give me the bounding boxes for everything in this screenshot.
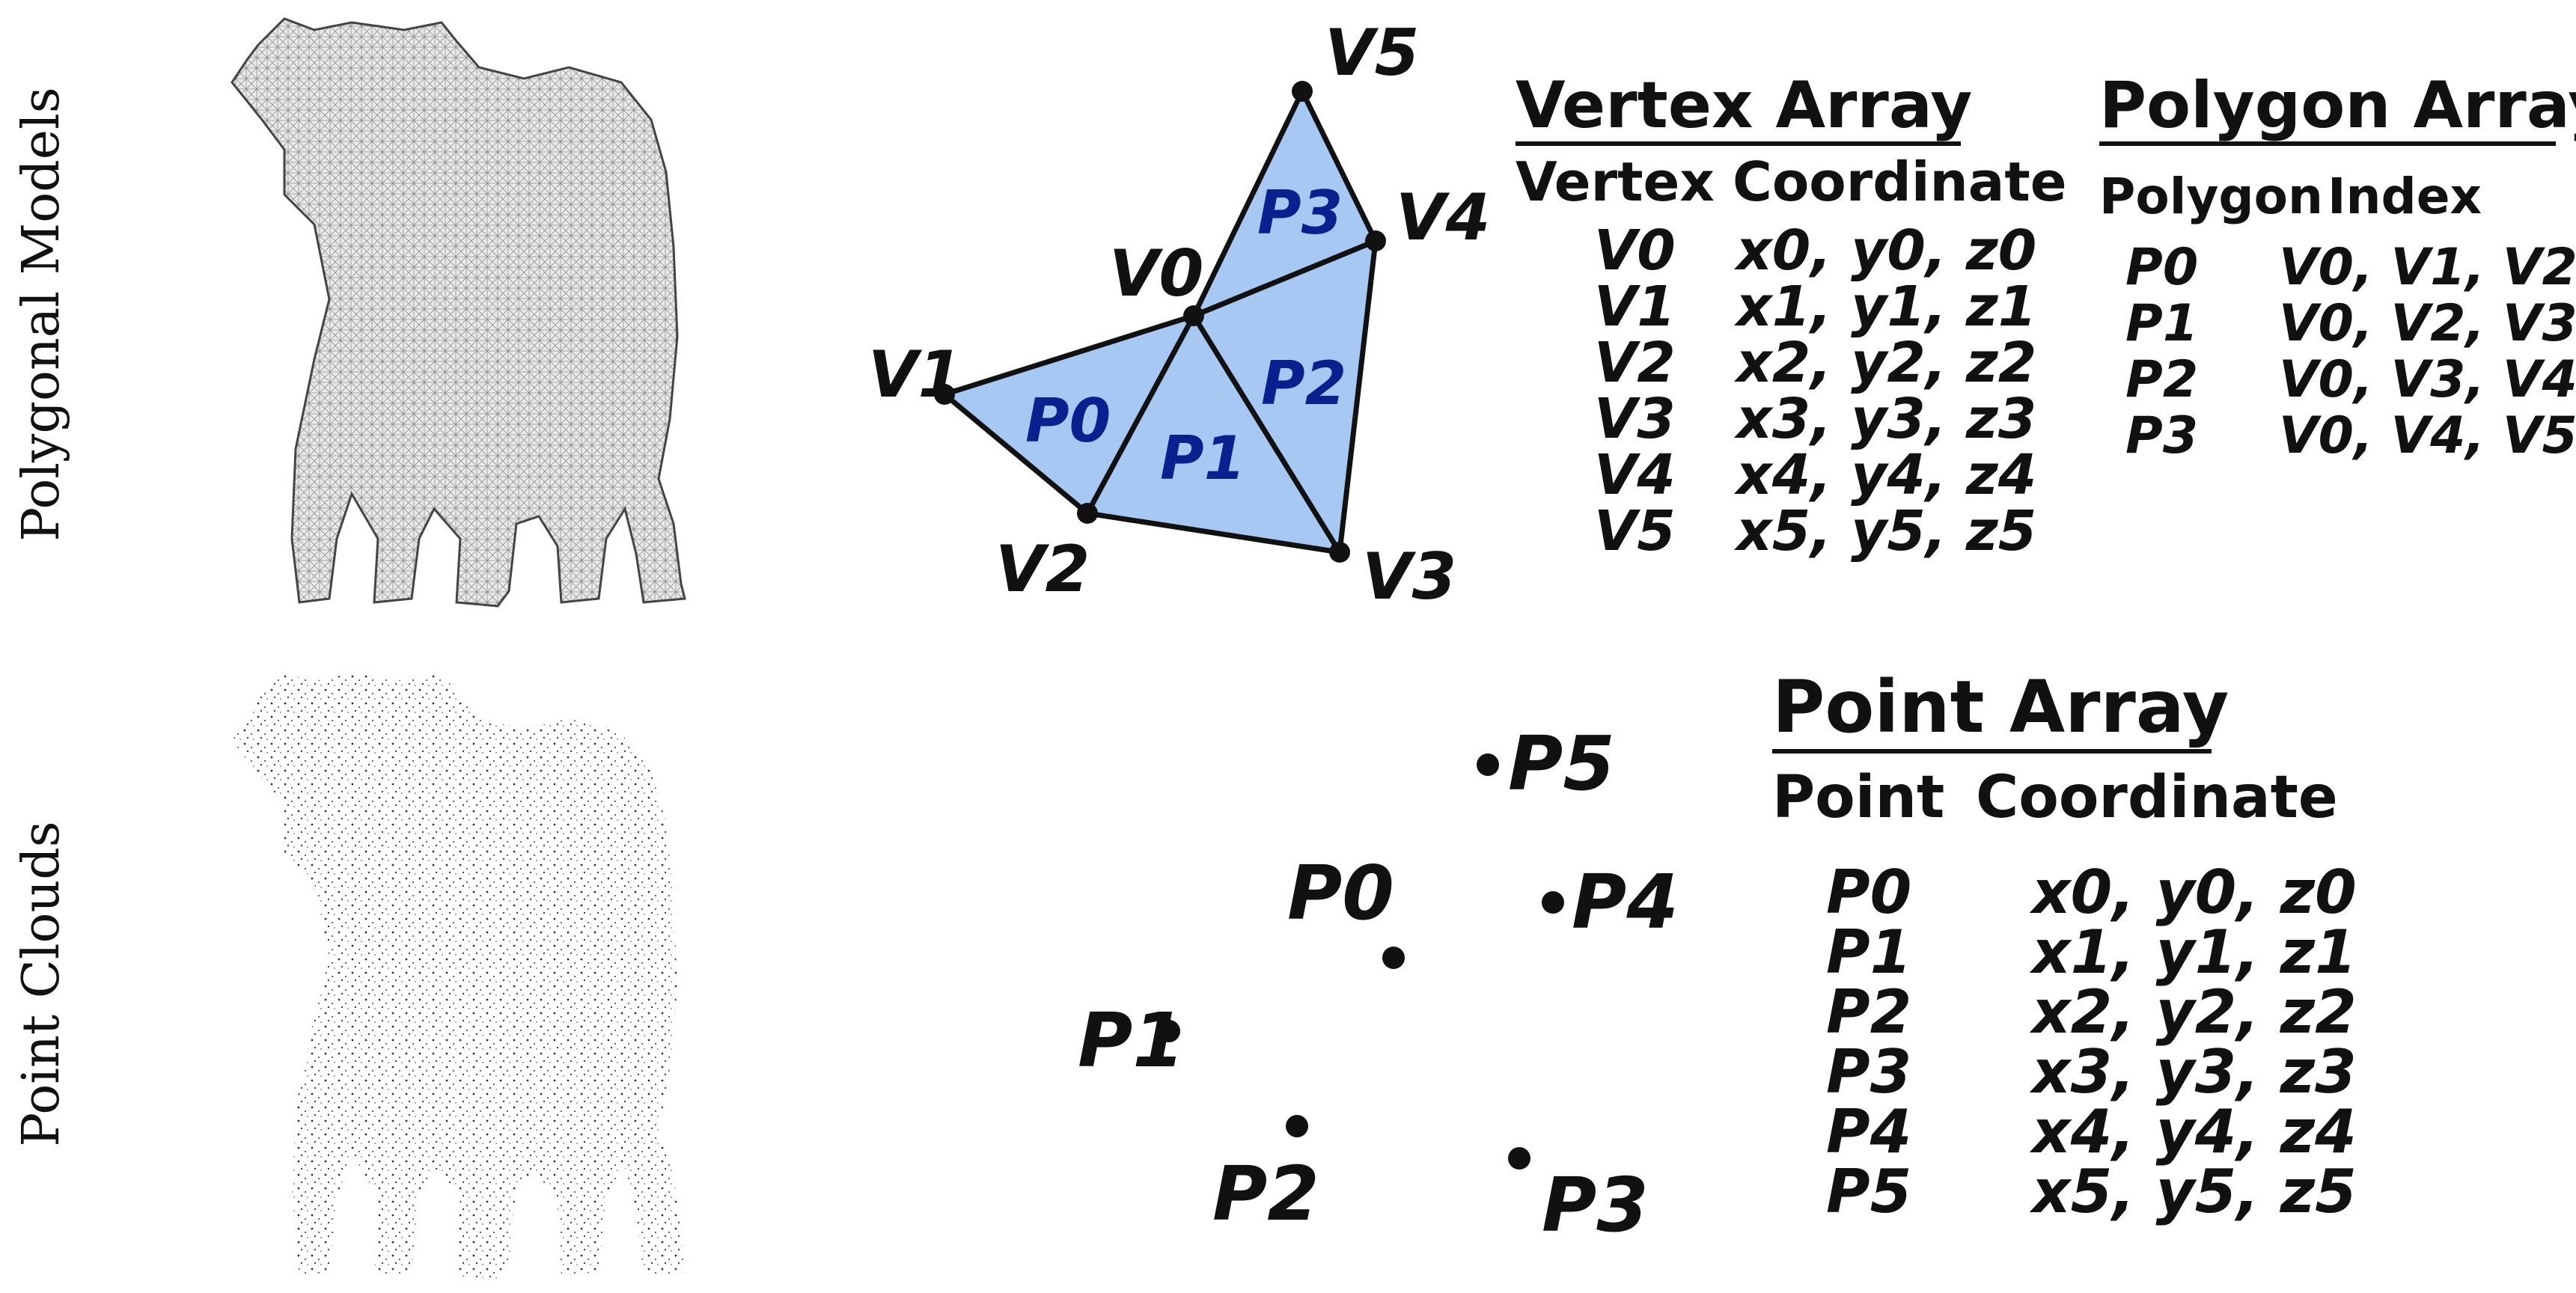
vertex-label-v1: V1 (868, 337, 962, 412)
vertex-dot-v2 (1077, 503, 1098, 524)
cow-point-cloud-image (232, 673, 685, 1280)
point-array-row-point: P1 (1826, 917, 1911, 987)
vertex-array-row-vertex: V0 (1594, 218, 1676, 283)
row-label-point-clouds: Point Clouds (12, 821, 71, 1146)
point-dot-p4 (1542, 891, 1564, 914)
point-dot-p2 (1286, 1115, 1308, 1137)
polygon-array-row-polygon: P3 (2125, 406, 2198, 465)
point-array-header-coordinate: Coordinate (1976, 764, 2338, 831)
vertex-array-header-coordinate: Coordinate (1733, 150, 2067, 213)
point-array-table: Point Array Point Coordinate P0 x0, y0, … (1772, 665, 2357, 1226)
point-label-p5: P5 (1508, 720, 1615, 807)
polygon-array-row-index: V0, V2, V3 (2279, 294, 2576, 353)
vertex-label-v3: V3 (1362, 539, 1456, 614)
polygon-array-row-polygon: P0 (2125, 238, 2198, 297)
point-dot-p1 (1158, 1020, 1180, 1042)
vertex-array-row-vertex: V1 (1594, 275, 1676, 339)
point-array-row-coordinate: x3, y3, z3 (2029, 1037, 2357, 1107)
point-array-row-coordinate: x5, y5, z5 (2029, 1157, 2357, 1226)
triangle-mesh-diagram: V0 V1 V2 V3 V4 V5 P0 P1 P2 P3 (868, 16, 1490, 614)
vertex-label-v5: V5 (1325, 16, 1419, 91)
polygon-array-row-index: V0, V1, V2 (2279, 238, 2576, 297)
vertex-label-v4: V4 (1396, 180, 1490, 255)
point-dot-p0 (1382, 947, 1405, 969)
vertex-dot-v5 (1292, 81, 1313, 102)
vertex-array-table: Vertex Array Vertex Coordinate V0 x0, y0… (1516, 68, 2067, 563)
row-label-polygonal-models: Polygonal Models (12, 87, 71, 541)
vertex-array-row-coordinate: x3, y3, z3 (1733, 387, 2036, 451)
vertex-array-row-vertex: V4 (1594, 443, 1676, 507)
vertex-dot-v0 (1183, 305, 1204, 326)
point-array-row-point: P2 (1826, 977, 1911, 1047)
point-label-p3: P3 (1542, 1161, 1649, 1249)
polygon-label-p0: P0 (1025, 386, 1111, 456)
vertex-array-row-coordinate: x0, y0, z0 (1733, 218, 2036, 283)
polygon-array-row-polygon: P1 (2125, 294, 2198, 353)
polygon-array-header-polygon: Polygon (2099, 168, 2323, 225)
point-dot-p3 (1508, 1147, 1530, 1170)
vertex-array-row-coordinate: x5, y5, z5 (1733, 499, 2036, 563)
vertex-array-row-coordinate: x4, y4, z4 (1733, 443, 2036, 507)
polygon-p3 (1191, 88, 1379, 319)
point-array-row-point: P4 (1826, 1097, 1911, 1167)
vertex-label-v2: V2 (995, 532, 1090, 607)
vertex-label-v0: V0 (1109, 236, 1203, 311)
vertex-array-row-vertex: V3 (1594, 387, 1676, 451)
polygon-label-p3: P3 (1257, 178, 1343, 248)
polygon-array-title: Polygon Array (2099, 68, 2576, 143)
polygon-array-table: Polygon Array Polygon Index P0 V0, V1, V… (2099, 68, 2576, 465)
vertex-array-header-vertex: Vertex (1516, 150, 1715, 213)
point-array-row-coordinate: x4, y4, z4 (2029, 1097, 2357, 1167)
polygon-array-row-index: V0, V4, V5 (2279, 406, 2576, 465)
vertex-array-row-vertex: V2 (1594, 331, 1676, 395)
vertex-dot-v4 (1365, 230, 1386, 251)
vertex-array-title: Vertex Array (1516, 68, 1972, 143)
point-label-p1: P1 (1078, 997, 1185, 1084)
point-cloud-diagram: P0 P1 P2 P3 P4 P5 (1078, 720, 1679, 1249)
point-array-row-point: P3 (1826, 1037, 1911, 1107)
point-label-p4: P4 (1572, 858, 1679, 946)
point-label-p0: P0 (1287, 849, 1394, 937)
vertex-array-row-vertex: V5 (1594, 499, 1676, 563)
polygon-array-header-index: Index (2328, 168, 2482, 225)
polygon-array-row-polygon: P2 (2125, 350, 2198, 409)
polygon-label-p2: P2 (1261, 349, 1346, 418)
point-array-header-point: Point (1772, 764, 1944, 831)
vertex-dot-v3 (1329, 542, 1350, 563)
polygon-array-row-index: V0, V3, V4 (2279, 350, 2576, 409)
vertex-array-row-coordinate: x2, y2, z2 (1733, 331, 2036, 395)
point-dot-p5 (1477, 754, 1499, 776)
point-array-row-coordinate: x1, y1, z1 (2029, 917, 2357, 987)
point-label-p2: P2 (1212, 1150, 1319, 1238)
point-array-row-point: P0 (1826, 858, 1911, 927)
point-array-title: Point Array (1772, 665, 2229, 749)
point-array-row-point: P5 (1826, 1157, 1911, 1226)
point-array-row-coordinate: x2, y2, z2 (2029, 977, 2357, 1047)
cow-mesh-image (231, 17, 686, 608)
point-array-row-coordinate: x0, y0, z0 (2029, 858, 2357, 927)
vertex-array-row-coordinate: x1, y1, z1 (1733, 275, 2036, 339)
polygon-label-p1: P1 (1160, 424, 1245, 493)
vertex-dot-v1 (934, 384, 955, 405)
